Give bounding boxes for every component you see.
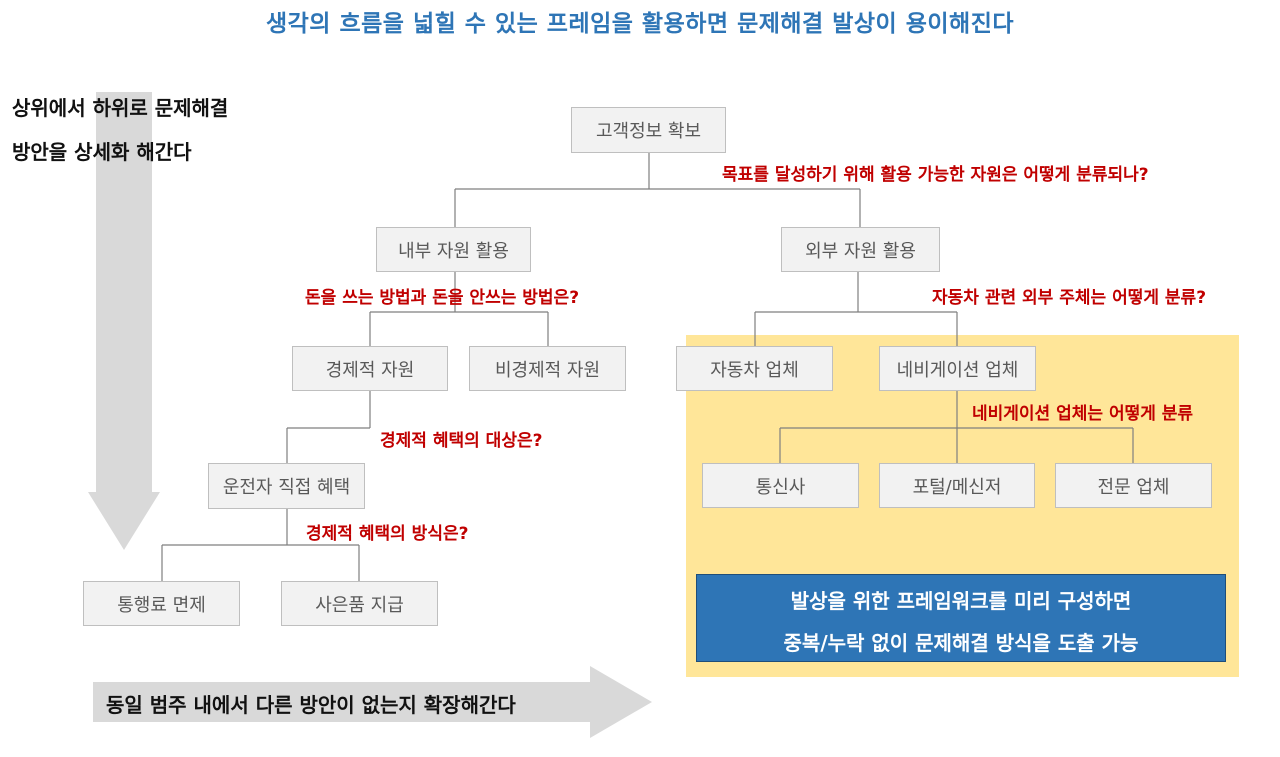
node-external: 외부 자원 활용 [781,227,940,272]
node-automaker: 자동차 업체 [676,346,833,391]
node-navigation: 네비게이션 업체 [879,346,1036,391]
question-economic: 경제적 혜택의 대상은? [380,431,543,451]
callout-line2: 중복/누락 없이 문제해결 방식을 도출 가능 [783,631,1139,655]
node-root: 고객정보 확보 [571,107,726,153]
question-root: 목표를 달성하기 위해 활용 가능한 자원은 어떻게 분류되나? [722,165,1149,185]
node-internal: 내부 자원 활용 [376,227,531,272]
vertical-note-line1: 상위에서 하위로 문제해결 [12,96,229,120]
question-driver: 경제적 혜택의 방식은? [306,524,469,544]
node-telecom: 통신사 [702,463,859,508]
question-internal: 돈을 쓰는 방법과 돈을 안쓰는 방법은? [305,288,580,308]
callout-line1: 발상을 위한 프레임워크를 미리 구성하면 [790,589,1132,613]
tree-connectors [161,153,1134,581]
question-external: 자동차 관련 외부 주체는 어떻게 분류? [932,288,1207,308]
node-gift: 사은품 지급 [281,581,438,626]
node-toll-exemption: 통행료 면제 [83,581,240,626]
page-title: 생각의 흐름을 넓힐 수 있는 프레임을 활용하면 문제해결 발상이 용이해진다 [265,11,1015,37]
horizontal-note: 동일 범주 내에서 다른 방안이 없는지 확장해간다 [106,693,516,717]
node-economic: 경제적 자원 [292,346,448,391]
node-driver-benefit: 운전자 직접 혜택 [208,463,365,509]
vertical-note-line2: 방안을 상세화 해간다 [12,140,192,164]
callout-box: 발상을 위한 프레임워크를 미리 구성하면 중복/누락 없이 문제해결 방식을 … [696,574,1226,662]
question-navigation: 네비게이션 업체는 어떻게 분류 [972,404,1194,424]
horizontal-arrow [93,666,652,738]
node-specialist: 전문 업체 [1055,463,1212,508]
node-portal: 포털/메신저 [879,463,1035,508]
node-non-economic: 비경제적 자원 [469,346,626,391]
vertical-arrow [88,92,160,550]
